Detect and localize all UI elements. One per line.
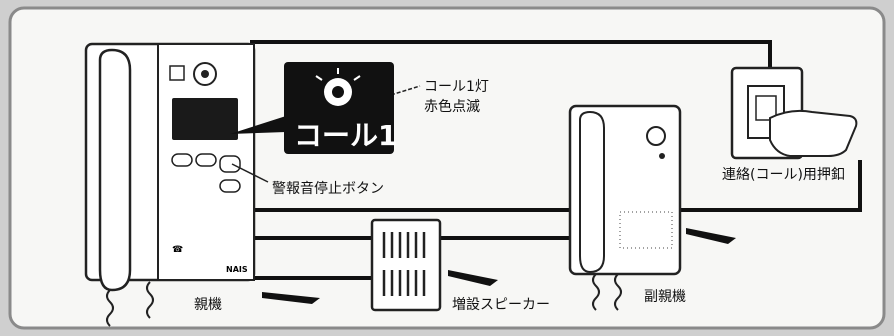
sub-volume-knob: [646, 126, 666, 146]
wall-cord: [146, 281, 154, 319]
hand-icon: [769, 109, 858, 157]
label-red-blink: 赤色点滅: [424, 99, 480, 115]
main-unit: ☎ NAIS: [84, 42, 256, 327]
sub-cord-2: [614, 273, 622, 311]
wire-to-callbutton: [250, 40, 772, 70]
unit-button-2[interactable]: [195, 153, 217, 167]
label-extension-speaker: 増設スピーカー: [452, 297, 550, 313]
alarm-stop-button[interactable]: [219, 155, 241, 173]
label-sub-unit: 副親機: [644, 289, 686, 305]
phone-mark: ☎: [172, 245, 183, 255]
wire-to-sub-unit: [250, 160, 862, 212]
call-push-button[interactable]: [755, 95, 777, 121]
sound-arrows: [262, 228, 736, 304]
extension-speaker: [370, 218, 442, 312]
callout-pointer: [230, 116, 286, 134]
handset: [98, 48, 132, 292]
unit-button-4[interactable]: [219, 179, 241, 193]
sound-arrow-speaker: [448, 270, 498, 286]
brand-logo: NAIS: [226, 265, 248, 274]
handset-cord: [106, 289, 114, 327]
call-button-unit: [730, 66, 858, 160]
sub-cord: [592, 273, 600, 311]
unit-button-1[interactable]: [171, 153, 193, 167]
wiring: [250, 40, 862, 280]
label-alarm-stop: 警報音停止ボタン: [272, 181, 384, 197]
label-main-unit: 親機: [194, 297, 222, 313]
mode-switch: [169, 65, 185, 81]
call-display-text: コール1: [294, 119, 398, 152]
lamp-icon-overlay: [315, 68, 361, 106]
unit-buttons: [171, 153, 241, 193]
label-call-lamp: コール1灯: [424, 79, 489, 95]
alarm-leader: [231, 163, 269, 183]
sub-unit: [568, 104, 682, 311]
label-contact-button: 連絡(コール)用押釦: [722, 167, 845, 183]
sound-arrow-sub: [686, 228, 736, 244]
call-display-callout: [284, 62, 394, 154]
display-window: [172, 98, 238, 140]
sound-arrow-main: [262, 292, 320, 304]
sub-handset: [579, 110, 605, 274]
